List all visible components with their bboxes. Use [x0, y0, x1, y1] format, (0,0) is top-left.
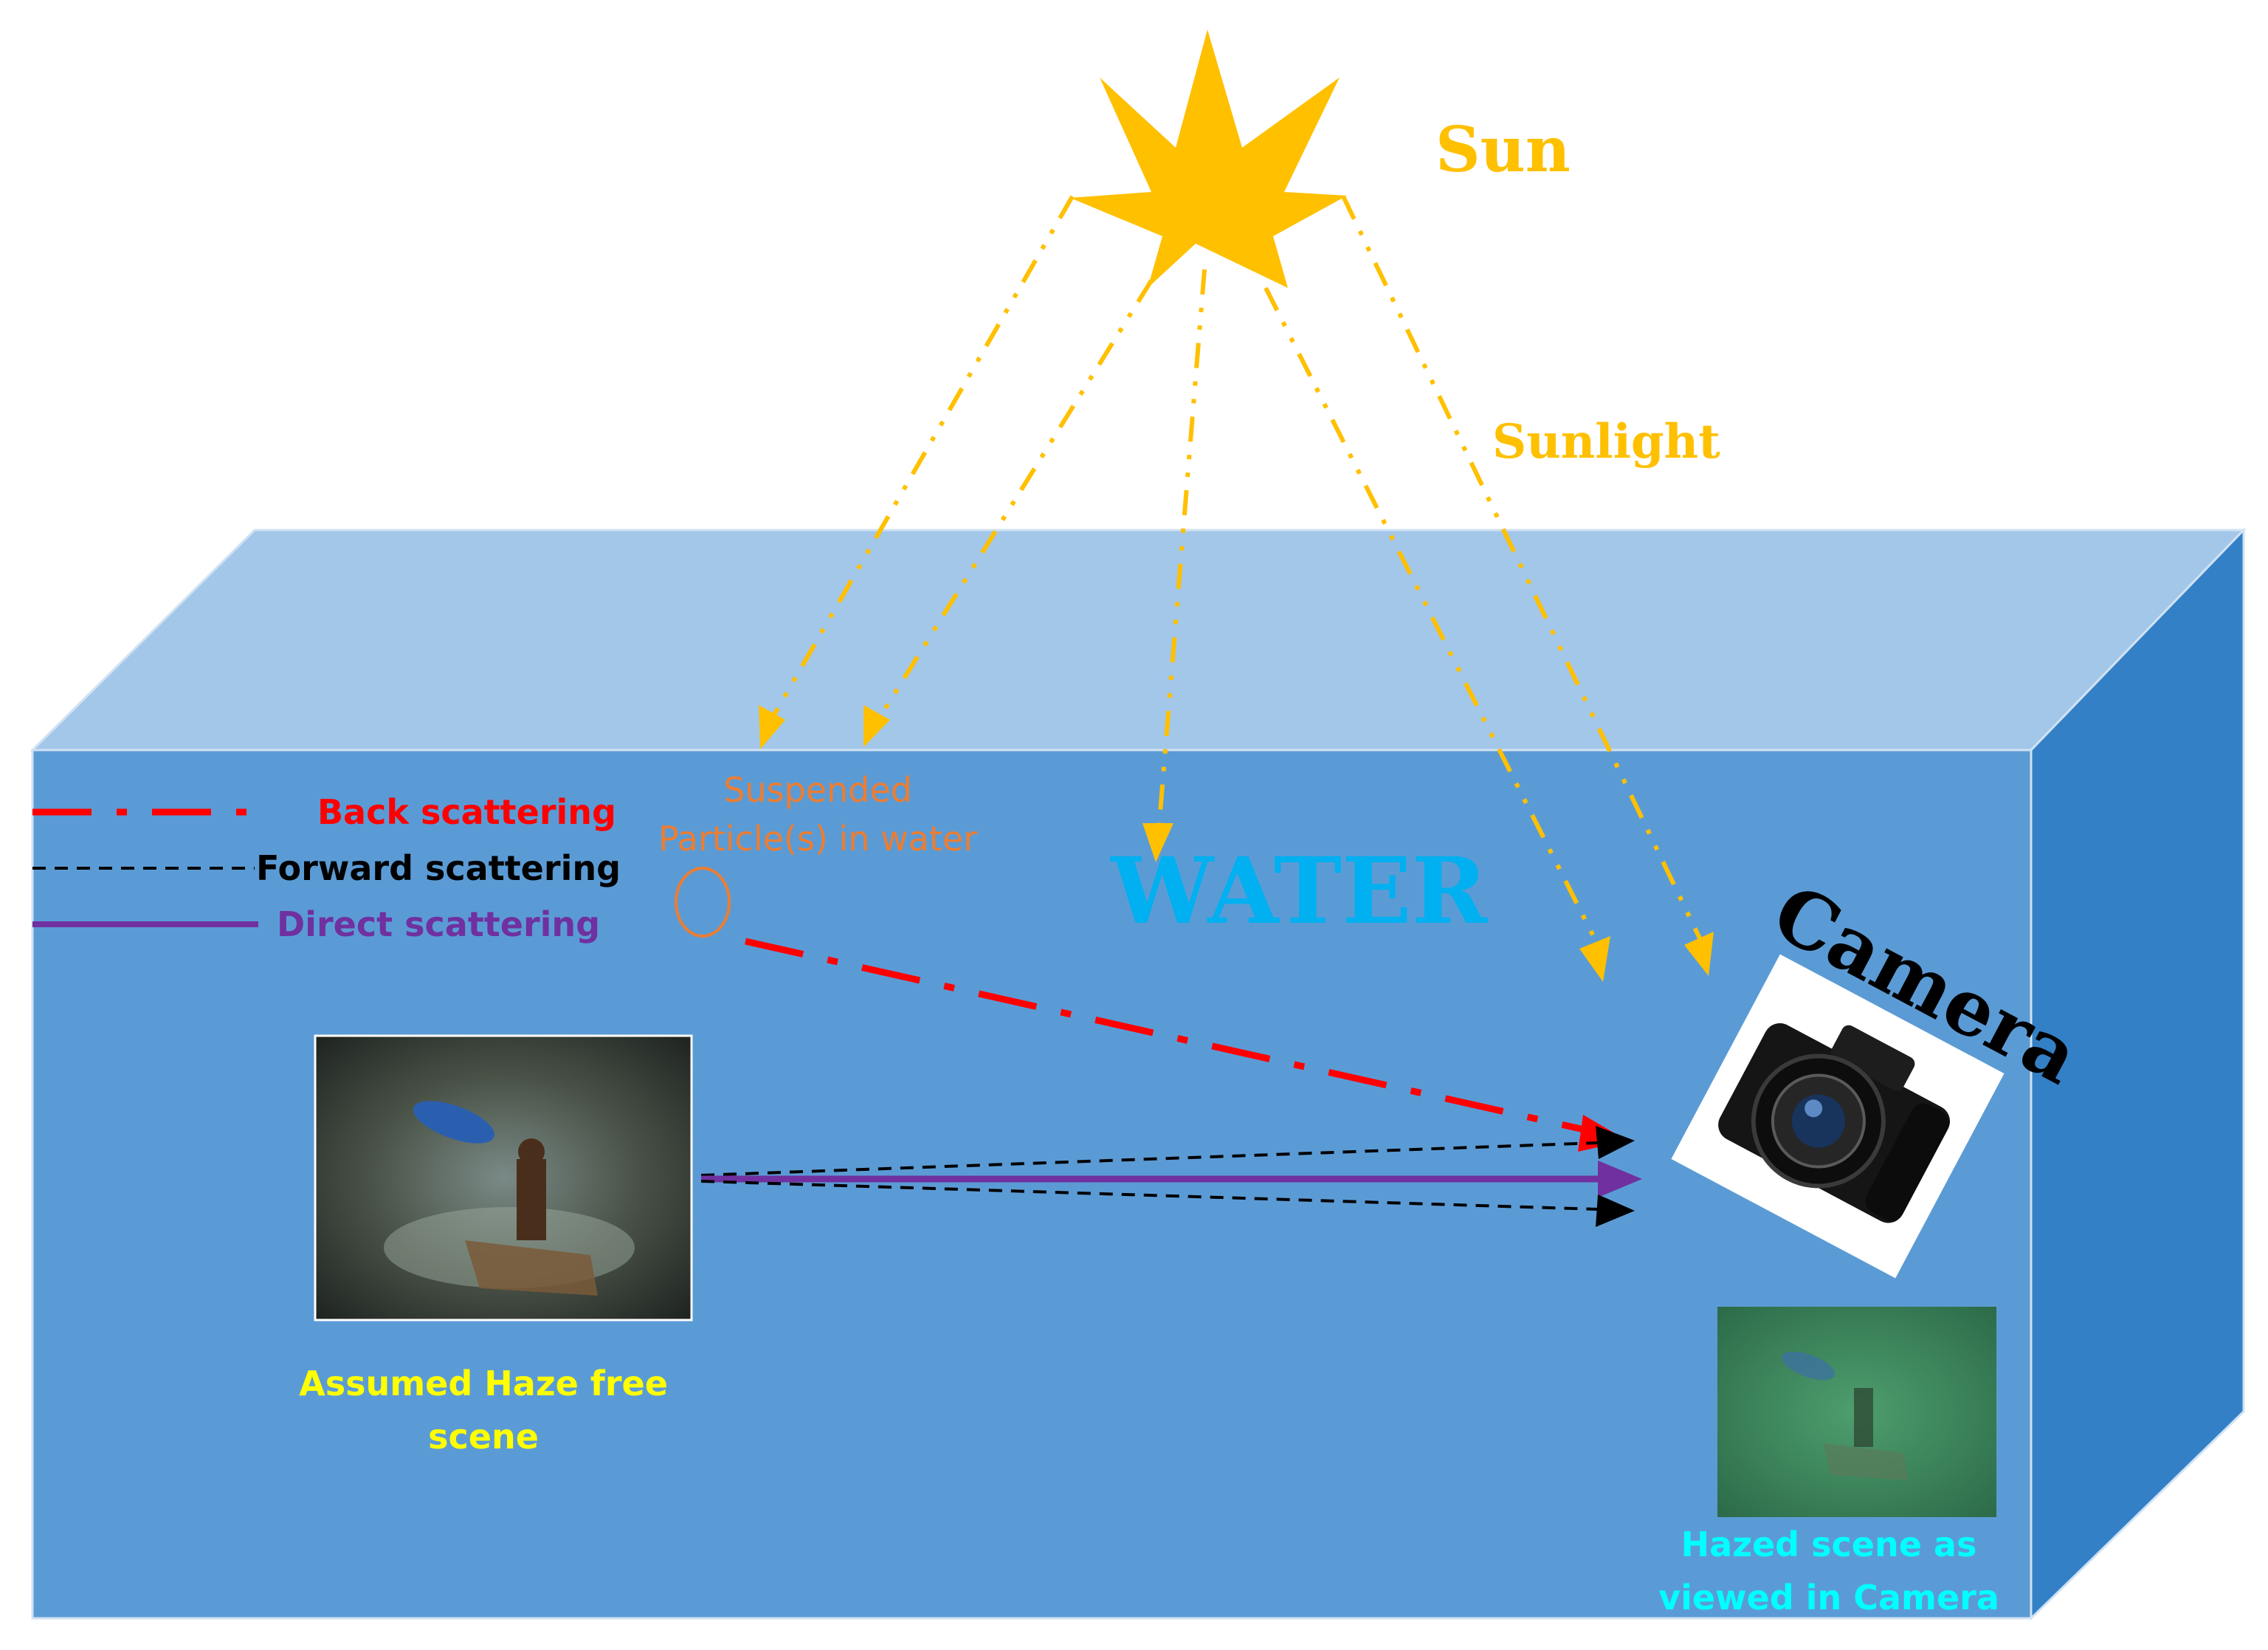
sunlight-arrowhead-3 — [1142, 823, 1173, 862]
water-top-face — [30, 529, 2247, 752]
haze-free-label-line1: Assumed Haze free — [299, 1364, 668, 1403]
legend-label-direct-scattering: Direct scattering — [277, 904, 600, 944]
camera-lens-highlight — [1805, 1099, 1823, 1118]
sunlight-ray-4 — [1264, 286, 1600, 946]
sunlight-arrowhead-4 — [1579, 936, 1610, 982]
legend: Back scattering Forward scattering Direc… — [32, 792, 621, 944]
photo-raft-shape — [465, 1240, 598, 1296]
forward-scattering-arrowhead-lower — [1596, 1194, 1635, 1227]
camera-prism — [1830, 1025, 1915, 1091]
sun-label: Sun — [1435, 113, 1571, 186]
photo-statue-head — [518, 1138, 545, 1165]
haze-free-scene — [314, 1034, 693, 1321]
hazed-photo-raft-shape — [1823, 1443, 1908, 1480]
camera-group — [1671, 954, 2005, 1279]
sunlight-arrowhead-1 — [759, 705, 785, 749]
camera-grip — [1865, 1103, 1950, 1221]
suspended-particle-label-line1: Suspended — [723, 770, 912, 810]
sun-star-icon — [1070, 30, 1347, 288]
sunlight-ray-2 — [876, 279, 1154, 721]
photo-statue-shape — [517, 1159, 546, 1240]
dslr-camera-icon — [1718, 1023, 1951, 1223]
sunlight-arrowhead-5 — [1684, 932, 1714, 976]
particle-circle-icon — [675, 867, 731, 938]
forward-scattering-arrowhead-upper — [1596, 1126, 1635, 1159]
legend-label-back-scattering: Back scattering — [317, 792, 616, 832]
sunlight-ray-1 — [769, 195, 1075, 721]
hazed-photo-statue-shape — [1854, 1388, 1873, 1447]
photo-diver-shape — [413, 1101, 495, 1144]
sunlight-ray-3 — [1157, 269, 1207, 831]
sunlight-rays — [769, 195, 1703, 946]
sunlight-arrowhead-2 — [864, 705, 890, 747]
forward-scattering-ray-upper — [700, 1141, 1599, 1177]
sunlight-arrowheads — [759, 705, 1714, 982]
sunlight-label: Sunlight — [1492, 414, 1720, 470]
water-label: WATER — [1109, 838, 1489, 945]
hazed-label-line1: Hazed scene as — [1681, 1524, 1977, 1564]
legend-label-forward-scattering: Forward scattering — [256, 848, 621, 888]
haze-free-label-line2: scene — [428, 1417, 539, 1457]
forward-scattering-ray-lower — [700, 1180, 1599, 1211]
back-scattering-ray — [745, 938, 1591, 1135]
direct-scattering-arrowhead — [1598, 1161, 1642, 1197]
hazed-photo-diver-shape — [1781, 1351, 1836, 1381]
sunlight-ray-5 — [1341, 195, 1703, 943]
suspended-particle-label-line2: Particle(s) in water — [658, 819, 977, 859]
hazed-scene — [1717, 1307, 1996, 1517]
hazed-label-line2: viewed in Camera — [1658, 1578, 1999, 1618]
